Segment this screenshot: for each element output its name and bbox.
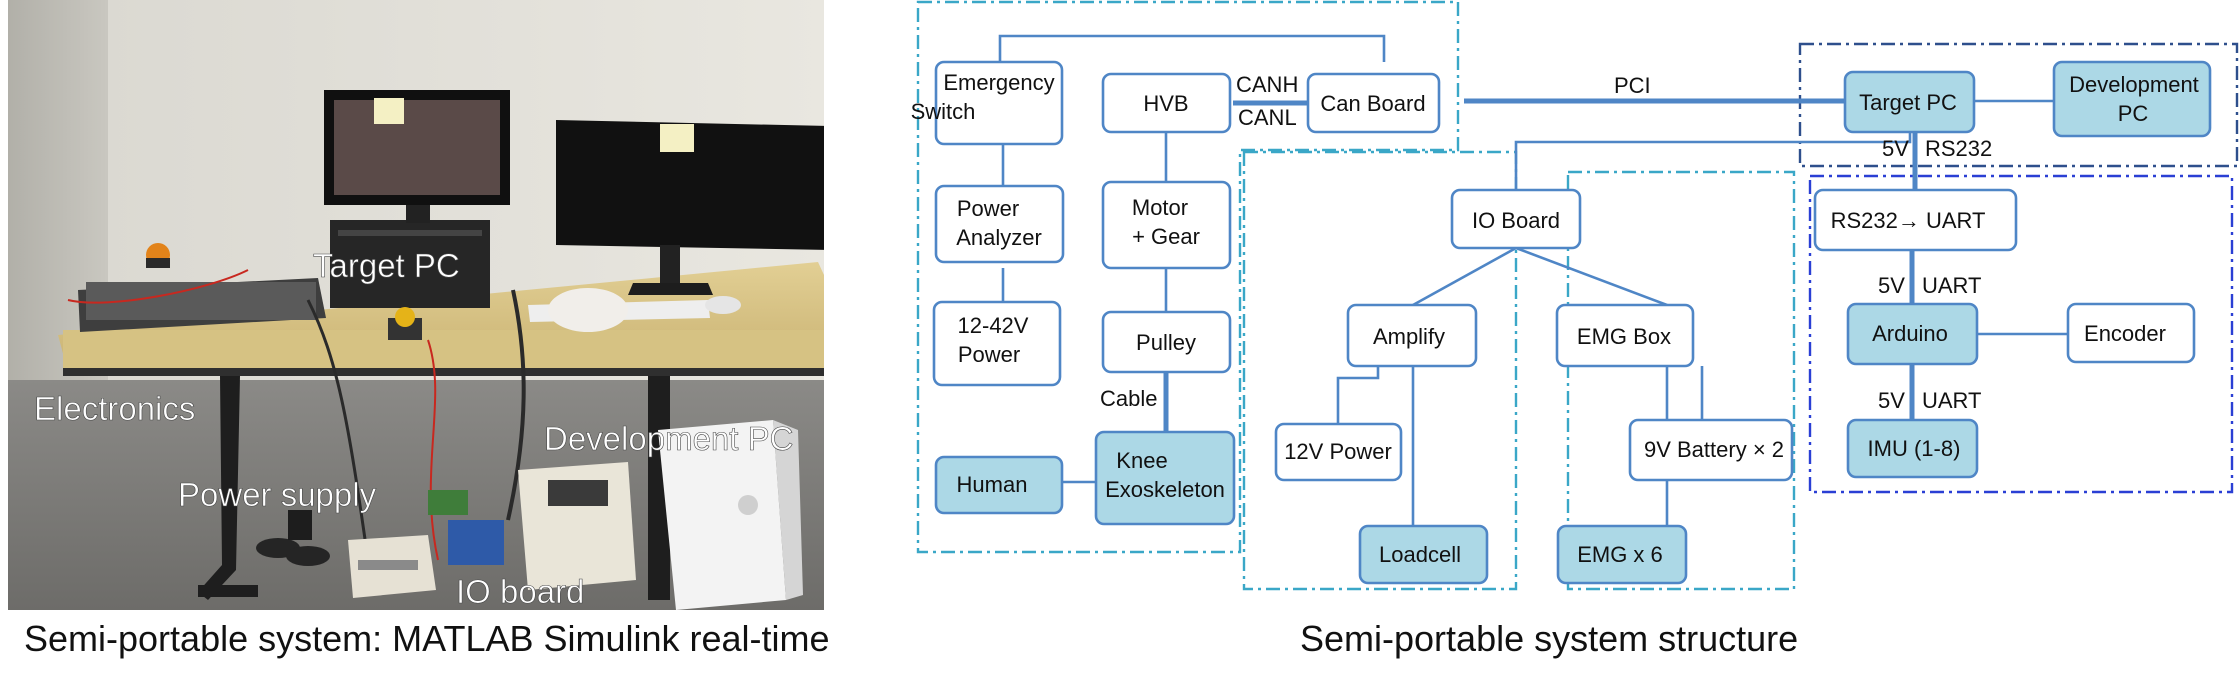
node-rs232-uart: RS232→ UART [1813,188,2018,252]
edge-label-5v-uart-2: 5V [1878,388,1905,413]
edge-label-5v-uart-1: 5V [1878,273,1905,298]
photo-label-io-board: IO board [456,573,584,610]
node-emg-x6: EMG x 6 [1556,524,1688,585]
group-frame-power-mechanics [916,0,1460,554]
svg-text:Motor: Motor [1132,195,1188,220]
node-power-analyzer: Power Analyzer [934,184,1065,264]
node-emg-box: EMG Box [1555,303,1695,368]
node-motor-gear: Motor + Gear [1101,180,1232,270]
svg-text:Amplify: Amplify [1373,324,1445,349]
svg-text:+ Gear: + Gear [1132,224,1200,249]
svg-text:Human: Human [957,472,1028,497]
svg-text:RS232→ UART: RS232→ UART [1831,208,1986,233]
node-emergency-switch: Emergency Switch [911,60,1064,146]
node-pulley: Pulley [1101,310,1232,374]
svg-text:12V Power: 12V Power [1284,439,1392,464]
group-frame-sensors [1808,174,2234,494]
svg-text:Knee: Knee [1116,448,1167,473]
node-encoder: Encoder [2066,302,2196,364]
node-power-12-42v: 12-42V Power [932,300,1062,387]
node-knee-exoskeleton: Knee Exoskeleton [1094,430,1236,526]
group-frame-target [1798,42,2239,168]
edge-label-uart-2: UART [1922,388,1982,413]
svg-text:Target PC: Target PC [1859,90,1957,115]
node-hvb: HVB [1101,72,1232,134]
svg-text:IMU (1-8): IMU (1-8) [1868,436,1961,461]
node-imu: IMU (1-8) [1846,418,1979,479]
svg-text:Encoder: Encoder [2084,321,2166,346]
svg-text:Switch: Switch [911,99,976,124]
node-human: Human [934,455,1064,515]
node-amplify: Amplify [1346,303,1478,368]
svg-text:Arduino: Arduino [1872,321,1948,346]
svg-text:9V Battery × 2: 9V Battery × 2 [1644,437,1784,462]
svg-text:Pulley: Pulley [1136,330,1196,355]
photo-label-development-pc: Development PC [544,420,793,457]
edge-label-pci: PCI [1614,73,1651,98]
svg-text:EMG x 6: EMG x 6 [1577,542,1663,567]
group-frame-amplify [1242,150,1518,591]
edge-label-rs232: RS232 [1925,136,1992,161]
node-target-pc: Target PC [1843,70,1976,134]
photo-label-target-pc: Target PC [313,247,460,284]
photo-label-electronics: Electronics [34,390,195,427]
svg-text:Development: Development [2069,72,2199,97]
node-io-board: IO Board [1450,188,1582,250]
node-9v-battery: 9V Battery × 2 [1628,418,1794,482]
photo-label-power-supply: Power supply [178,476,377,513]
svg-text:Power: Power [957,196,1019,221]
node-12v-power: 12V Power [1274,422,1403,482]
node-loadcell: Loadcell [1358,524,1489,585]
node-can-board: Can Board [1306,72,1441,134]
svg-text:IO Board: IO Board [1472,208,1560,233]
edge-label-5v-rs232: 5V [1882,136,1909,161]
lab-setup-photo: Target PC Electronics Development PC Pow… [8,0,824,610]
group-frame-emg [1566,170,1796,591]
svg-text:Can Board: Can Board [1320,91,1425,116]
edge-label-uart-1: UART [1922,273,1982,298]
svg-text:Analyzer: Analyzer [956,225,1042,250]
edge-label-canl: CANL [1238,105,1297,130]
svg-text:EMG Box: EMG Box [1577,324,1671,349]
photo-caption: Semi-portable system: MATLAB Simulink re… [24,618,830,659]
svg-text:Power: Power [958,342,1020,367]
diagram-caption: Semi-portable system structure [1300,618,1799,659]
node-development-pc: Development PC [2052,60,2212,138]
edge-label-canh: CANH [1236,72,1298,97]
svg-text:Loadcell: Loadcell [1379,542,1461,567]
svg-text:HVB: HVB [1143,91,1188,116]
node-arduino: Arduino [1846,302,1979,366]
svg-text:Emergency: Emergency [943,70,1054,95]
edge-label-cable: Cable [1100,386,1157,411]
svg-text:12-42V: 12-42V [958,313,1029,338]
svg-text:Exoskeleton: Exoskeleton [1105,477,1225,502]
svg-text:PC: PC [2118,101,2149,126]
